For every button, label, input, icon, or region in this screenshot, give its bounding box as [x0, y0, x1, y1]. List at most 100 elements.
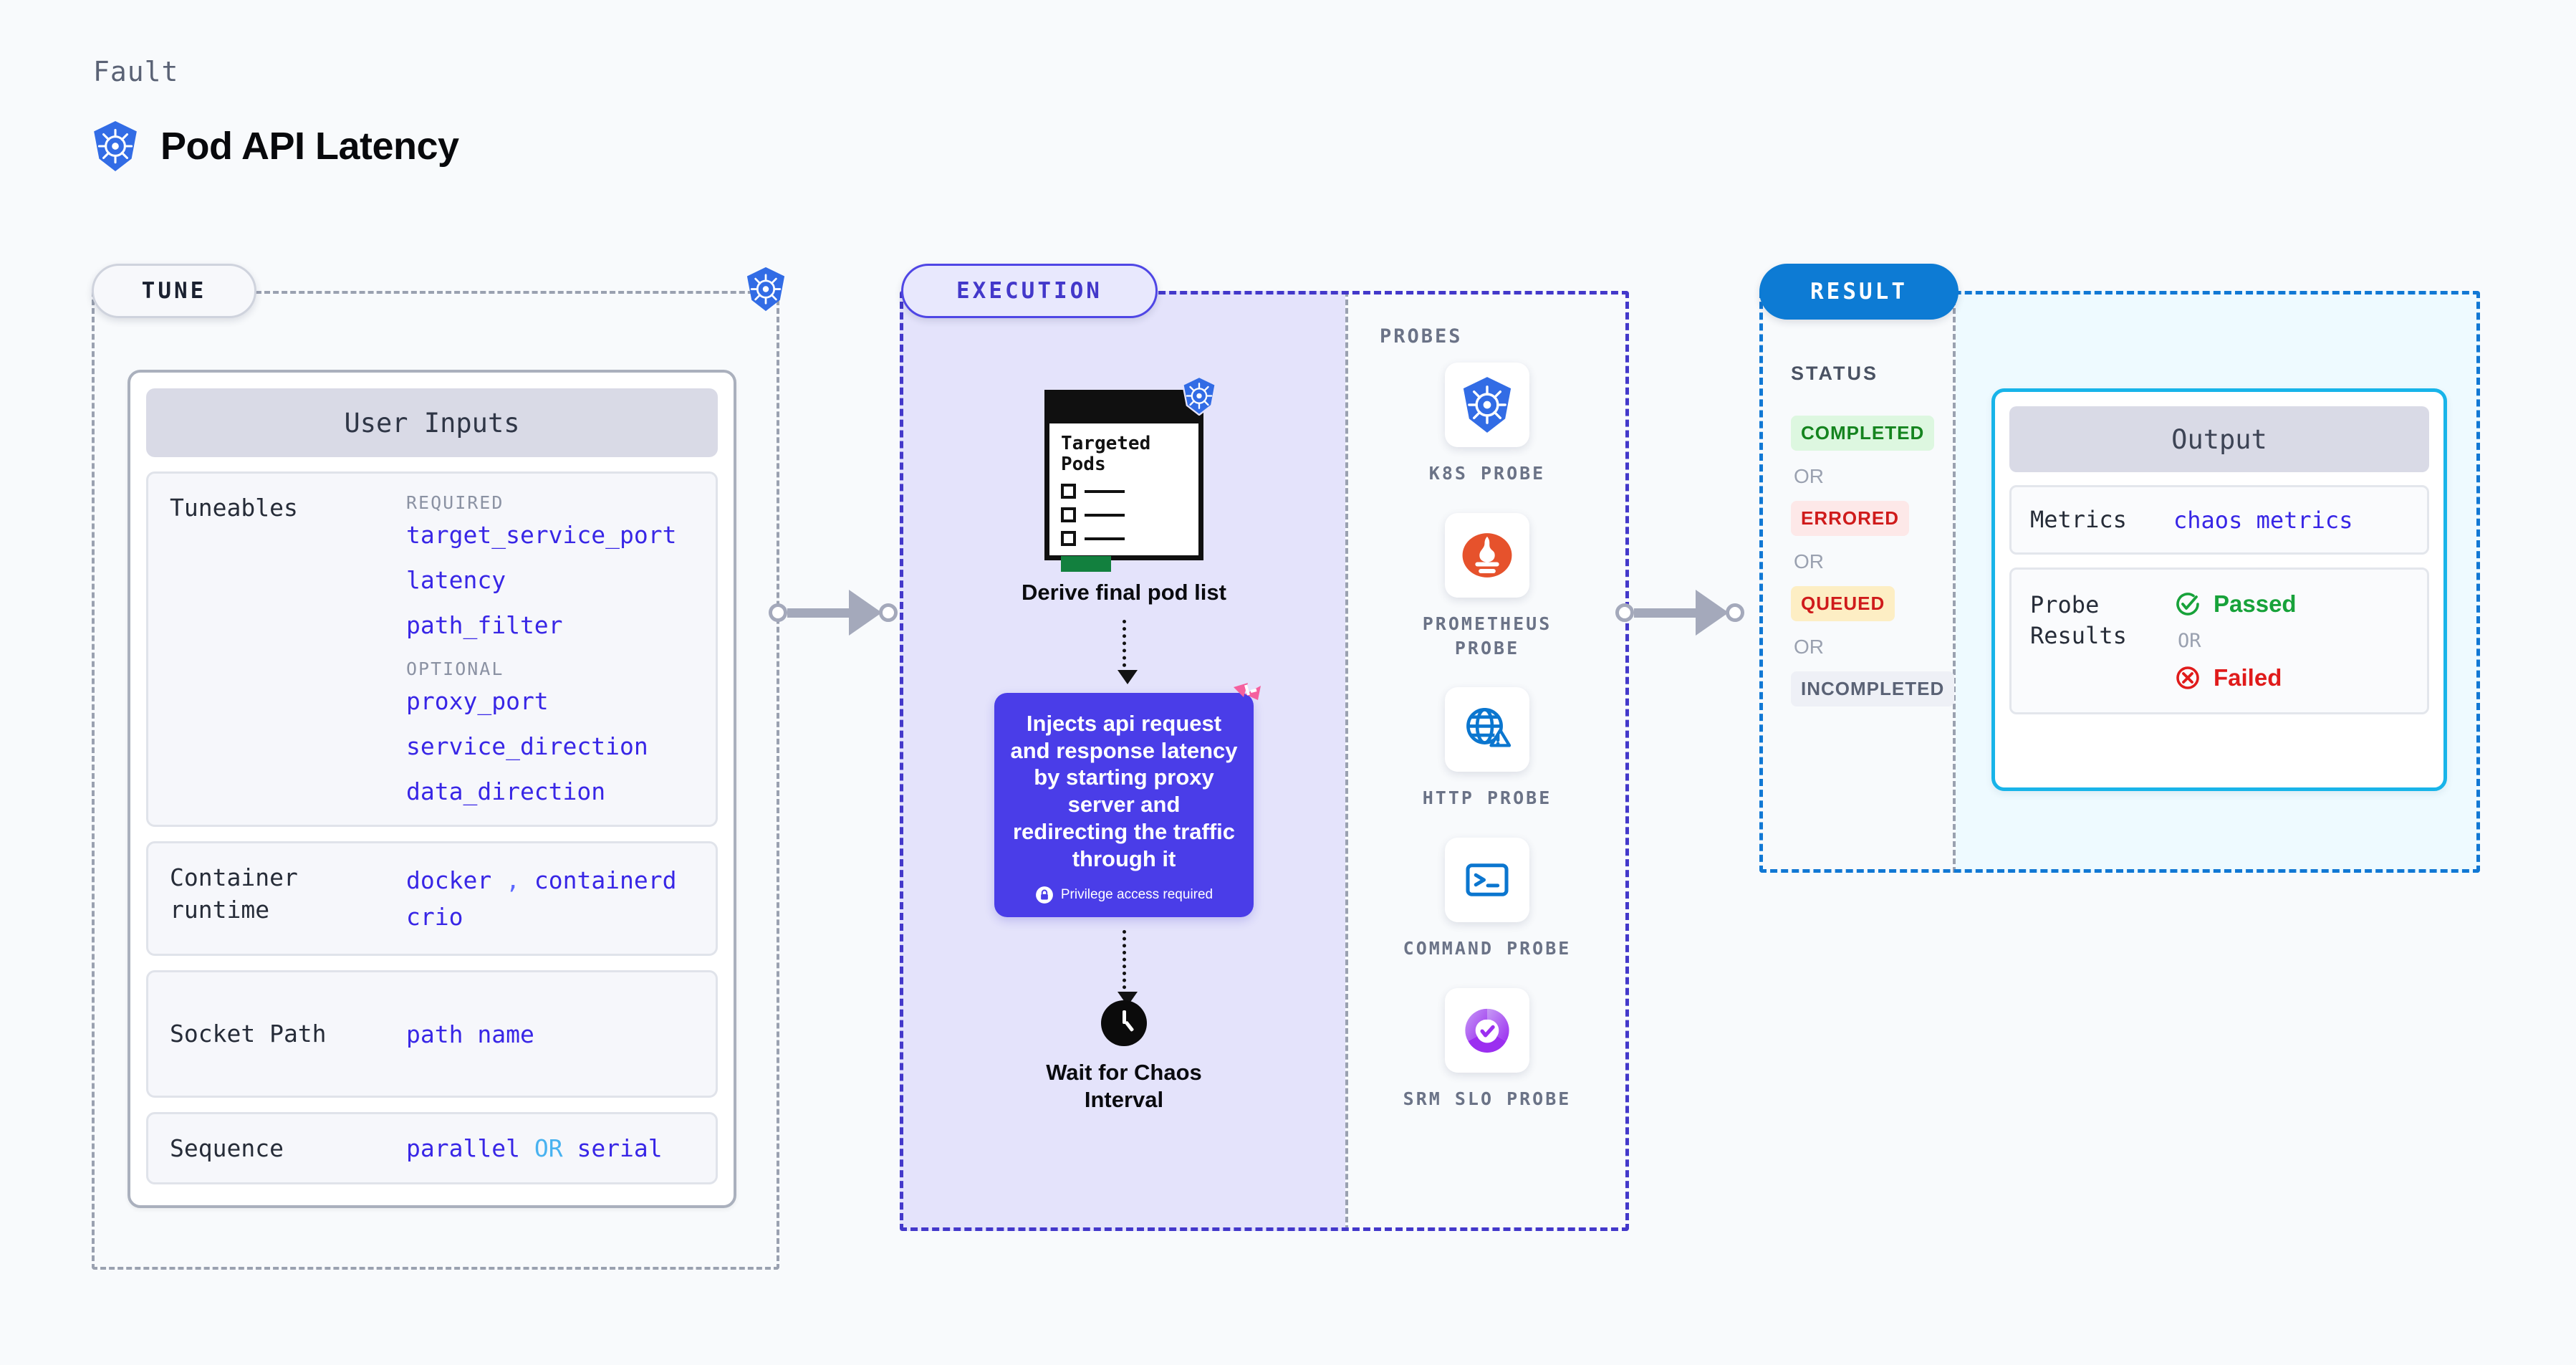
tuneable-proxy-port[interactable]: proxy_port	[406, 687, 549, 715]
container-runtime-block: Container runtime docker , containerd cr…	[146, 841, 718, 957]
pod-list-item	[1061, 484, 1187, 499]
connector-start-dot	[1615, 603, 1634, 622]
result-boundary	[1759, 291, 2480, 873]
socket-path-value[interactable]: path name	[406, 1020, 534, 1048]
user-inputs-card: User Inputs Tuneables REQUIRED target_se…	[128, 370, 736, 1208]
card-titlebar	[1049, 395, 1198, 423]
probe-srm-slo[interactable]: SRM SLO PROBE	[1394, 987, 1580, 1111]
probe-result-or: OR	[2178, 630, 2201, 653]
prometheus-icon	[1445, 512, 1529, 598]
connector-arrowhead	[849, 590, 882, 636]
pod-list-item	[1061, 531, 1187, 547]
kubernetes-icon	[1181, 375, 1217, 419]
connector-arrowhead	[1696, 590, 1729, 636]
metrics-label: Metrics	[2030, 506, 2127, 533]
tuneable-path-filter[interactable]: path_filter	[406, 611, 563, 639]
targeted-pods-title-line2: Pods	[1061, 454, 1106, 476]
probe-prometheus[interactable]: PROMETHEUS PROBE	[1394, 512, 1580, 661]
runtime-value-crio[interactable]: crio	[406, 903, 463, 931]
probe-k8s[interactable]: K8S PROBE	[1394, 363, 1580, 486]
failed-label: Failed	[2214, 664, 2282, 691]
tuneable-latency[interactable]: latency	[406, 566, 506, 594]
status-badge-completed: COMPLETED	[1791, 416, 1935, 451]
probe-result-passed: Passed	[2173, 590, 2297, 618]
probe-result-failed: Failed	[2173, 664, 2297, 692]
execution-column: Targeted Pods	[900, 291, 1348, 1231]
lock-icon	[1035, 886, 1053, 904]
derive-pod-list-caption: Derive final pod list	[1022, 580, 1226, 605]
connector-bar	[1634, 608, 1697, 618]
container-runtime-label: Container runtime	[170, 863, 298, 924]
checkbox-icon	[1061, 484, 1076, 499]
privilege-note-text: Privilege access required	[1060, 886, 1213, 902]
metrics-value[interactable]: chaos metrics	[2173, 506, 2353, 534]
kubernetes-icon	[92, 120, 139, 172]
optional-group-title: OPTIONAL	[406, 658, 504, 679]
wait-interval-line2: Interval	[1084, 1087, 1164, 1113]
placeholder-line	[1085, 489, 1125, 493]
sequence-value-parallel[interactable]: parallel	[406, 1134, 520, 1163]
check-circle-icon	[2176, 593, 2199, 616]
probe-command[interactable]: COMMAND PROBE	[1394, 838, 1580, 961]
probe-label: SRM SLO PROBE	[1403, 1088, 1572, 1109]
flow-arrow	[1117, 619, 1138, 684]
passed-label: Passed	[2214, 590, 2297, 618]
sequence-or: OR	[534, 1134, 563, 1163]
probe-http[interactable]: HTTP PROBE	[1394, 687, 1580, 810]
status-or: OR	[1794, 550, 1824, 573]
tuneable-target-service-port[interactable]: target_service_port	[406, 521, 677, 549]
confirm-bar	[1061, 556, 1111, 573]
runtime-separator: ,	[506, 866, 520, 894]
page-title-row: Pod API Latency	[92, 120, 459, 172]
status-title: STATUS	[1791, 363, 1878, 384]
kubernetes-icon	[745, 267, 787, 315]
sequence-value-serial[interactable]: serial	[577, 1134, 663, 1163]
clock-icon	[1101, 1000, 1147, 1046]
srm-slo-donut-icon	[1445, 987, 1529, 1073]
status-badge-queued: QUEUED	[1791, 586, 1895, 621]
status-badge-incompleted: INCOMPLETED	[1791, 671, 1955, 707]
probe-results-block: Probe Results Passed OR	[2009, 567, 2429, 715]
harness-logo-icon	[1231, 681, 1264, 717]
runtime-value-docker[interactable]: docker	[406, 866, 492, 894]
section-chip-result[interactable]: RESULT	[1759, 264, 1959, 320]
tuneable-service-direction[interactable]: service_direction	[406, 732, 648, 760]
probe-label: COMMAND PROBE	[1403, 938, 1572, 959]
wait-interval-line1: Wait for Chaos	[1046, 1059, 1202, 1085]
page-title: Pod API Latency	[160, 125, 459, 168]
sequence-label: Sequence	[170, 1134, 284, 1162]
connector-end-dot	[1726, 603, 1744, 622]
tuneable-data-direction[interactable]: data_direction	[406, 777, 606, 805]
probe-label: HTTP PROBE	[1422, 787, 1552, 809]
status-badge-errored: ERRORED	[1791, 501, 1910, 536]
connector-bar	[787, 608, 850, 618]
section-chip-tune[interactable]: TUNE	[92, 264, 256, 318]
wait-interval-caption: Wait for Chaos Interval	[1046, 1059, 1202, 1115]
result-status-boundary	[1759, 291, 1956, 873]
placeholder-line	[1085, 537, 1125, 540]
x-circle-icon	[2176, 666, 2199, 689]
inject-latency-card: Injects api request and response latency…	[994, 682, 1261, 917]
eyebrow-fault: Fault	[93, 56, 179, 87]
execution-boundary	[900, 291, 1629, 1231]
probes-title: PROBES	[1380, 325, 1463, 348]
checkbox-icon	[1061, 531, 1076, 547]
tuneables-block: Tuneables REQUIRED target_service_port l…	[146, 471, 718, 827]
privilege-note: Privilege access required	[1010, 886, 1238, 904]
socket-path-block: Socket Path path name	[146, 970, 718, 1098]
probe-label: K8S PROBE	[1428, 463, 1546, 484]
metrics-block: Metrics chaos metrics	[2009, 485, 2429, 555]
runtime-value-containerd[interactable]: containerd	[534, 866, 677, 894]
targeted-pods-card: Targeted Pods	[1044, 375, 1216, 573]
sequence-block: Sequence parallel OR serial	[146, 1112, 718, 1185]
status-or: OR	[1794, 636, 1824, 658]
tune-boundary	[92, 291, 779, 1270]
required-group-title: REQUIRED	[406, 492, 504, 513]
tuneables-label: Tuneables	[170, 494, 298, 522]
probe-results-label: Probe Results	[2030, 591, 2127, 650]
inject-description: Injects api request and response latency…	[1010, 710, 1238, 871]
targeted-pods-title-line1: Targeted	[1061, 433, 1151, 454]
section-chip-execution[interactable]: EXECUTION	[901, 264, 1158, 318]
connector-end-dot	[879, 603, 898, 622]
